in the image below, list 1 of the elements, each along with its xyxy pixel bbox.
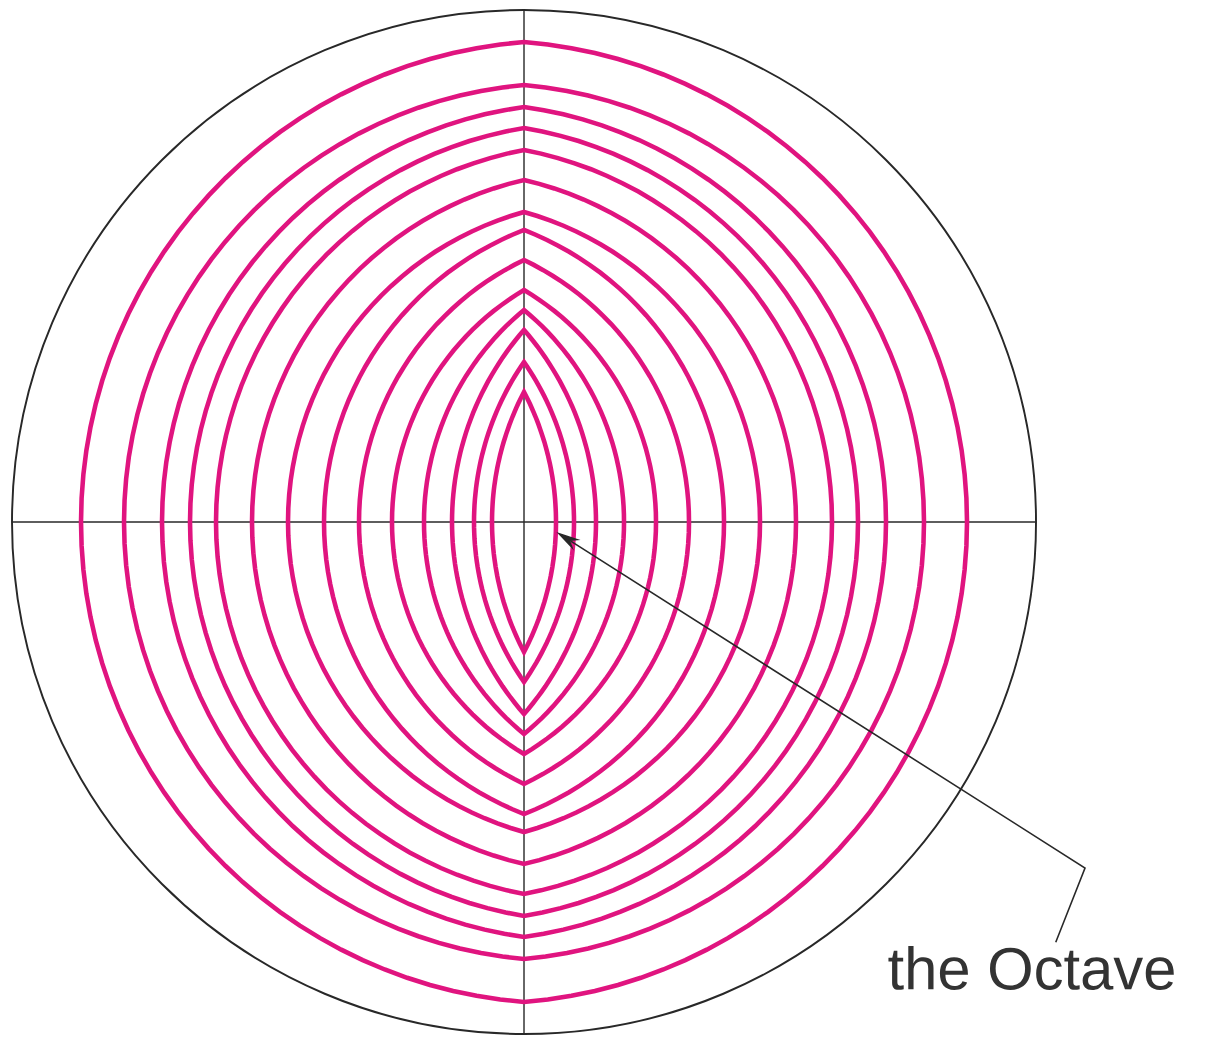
caption-text: the Octave xyxy=(888,946,1174,990)
